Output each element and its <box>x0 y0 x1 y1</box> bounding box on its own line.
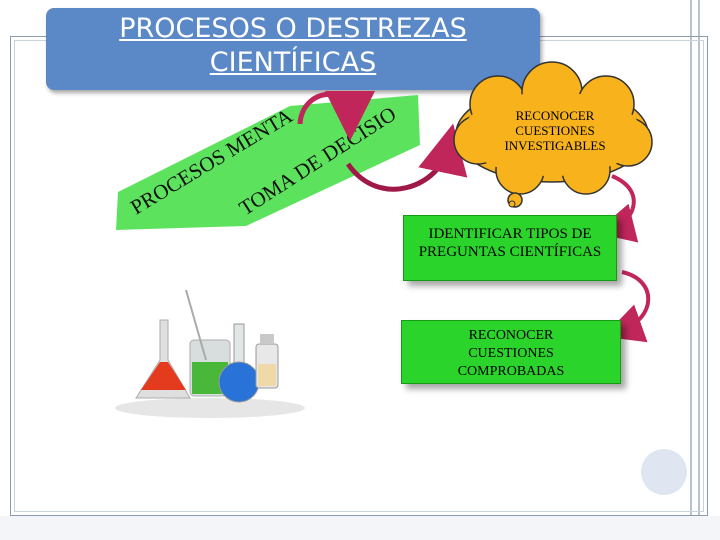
lab-flasks-image <box>115 289 305 418</box>
recognize-questions-box: RECONOCER CUESTIONES COMPROBADAS <box>401 320 621 384</box>
identify-questions-box: IDENTIFICAR TIPOS DE PREGUNTAS CIENTÍFIC… <box>403 215 617 281</box>
title-box <box>46 8 540 90</box>
slide-rail-left <box>690 0 692 540</box>
title-line-1: PROCESOS O DESTREZAS <box>119 13 467 44</box>
curved-arrow-icon <box>594 174 639 243</box>
box1-line-2: PREGUNTAS CIENTÍFICAS <box>418 244 602 260</box>
decorative-circle <box>641 449 687 495</box>
cloud-shape <box>453 61 653 208</box>
curved-arrow-icon <box>345 123 468 192</box>
box2-line-2: CUESTIONES <box>468 346 554 361</box>
slide-bottom-bar <box>0 516 720 540</box>
slide-rail-right <box>698 0 700 540</box>
box2-line-3: COMPROBADAS <box>457 364 565 379</box>
box2-line-1: RECONOCER <box>468 328 554 343</box>
slide-title: PROCESOS O DESTREZAS CIENTÍFICAS <box>46 12 540 80</box>
curved-arrow-icon <box>297 90 375 141</box>
title-line-2: CIENTÍFICAS <box>209 47 377 78</box>
cloud-line-1: RECONOCER <box>515 108 595 123</box>
cloud-label: RECONOCER CUESTIONES INVESTIGABLES <box>480 108 630 153</box>
cloud-line-3: INVESTIGABLES <box>504 138 606 153</box>
box1-line-1: IDENTIFICAR TIPOS DE <box>428 226 592 242</box>
curved-arrow-icon <box>603 270 651 343</box>
cloud-line-2: CUESTIONES <box>515 123 595 138</box>
